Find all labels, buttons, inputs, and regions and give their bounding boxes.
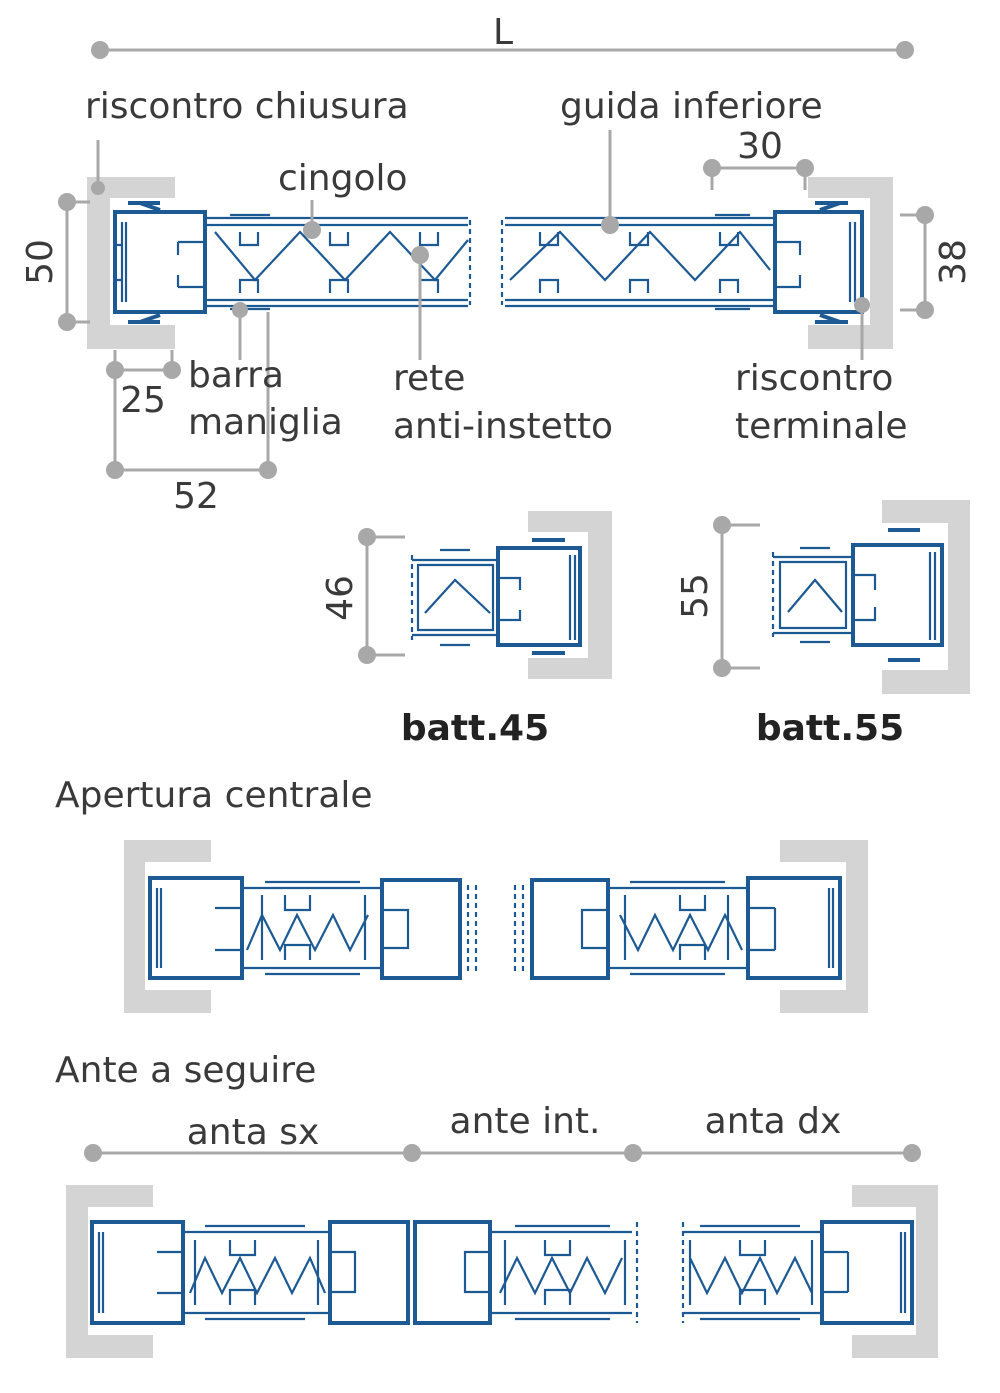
label-terminale: terminale bbox=[735, 406, 908, 447]
batt-55-detail: 55 batt.55 bbox=[675, 500, 970, 749]
barra-maniglia bbox=[203, 213, 472, 311]
batt-45-label: batt.45 bbox=[401, 708, 549, 749]
label-cingolo: cingolo bbox=[278, 158, 408, 199]
apertura-centrale-title: Apertura centrale bbox=[55, 775, 373, 816]
dim-55-label: 55 bbox=[675, 573, 716, 619]
dimension-25: 25 bbox=[106, 350, 181, 470]
batt-45-detail: 46 batt.45 bbox=[320, 511, 612, 749]
label-maniglia: maniglia bbox=[188, 402, 343, 443]
label-riscontro: riscontro bbox=[735, 358, 893, 399]
leader-lines bbox=[91, 130, 870, 360]
ante-a-seguire-title: Ante a seguire bbox=[55, 1050, 316, 1091]
label-guida-inferiore: guida inferiore bbox=[560, 86, 823, 127]
label-anta-sx: anta sx bbox=[187, 1112, 320, 1153]
ante-intermediate bbox=[413, 1220, 639, 1325]
dim-50-label: 50 bbox=[20, 239, 61, 285]
ante-right bbox=[681, 1185, 938, 1358]
overall-dimension: L bbox=[91, 12, 914, 59]
label-barra: barra bbox=[188, 355, 284, 396]
label-ante-int: ante int. bbox=[450, 1101, 601, 1142]
dim-30-label: 30 bbox=[737, 126, 783, 167]
guida-inferiore-right bbox=[500, 177, 893, 349]
ante-dimension-line: anta sx ante int. anta dx bbox=[84, 1101, 921, 1162]
dim-38-label: 38 bbox=[933, 239, 974, 285]
apertura-left bbox=[124, 840, 478, 1013]
dimension-38: 38 bbox=[900, 206, 974, 319]
dimension-30: 30 bbox=[703, 126, 814, 190]
dimension-52: 52 bbox=[106, 312, 277, 517]
apertura-right bbox=[513, 840, 868, 1013]
label-riscontro-chiusura: riscontro chiusura bbox=[85, 86, 409, 127]
dim-46-label: 46 bbox=[320, 575, 361, 621]
dim-l-label: L bbox=[493, 12, 513, 53]
label-anti-instetto: anti-instetto bbox=[393, 406, 613, 447]
dim-25-label: 25 bbox=[120, 380, 166, 421]
dimension-50: 50 bbox=[20, 193, 90, 331]
riscontro-chiusura-left bbox=[87, 177, 207, 349]
dim-52-label: 52 bbox=[173, 476, 219, 517]
label-anta-dx: anta dx bbox=[705, 1101, 842, 1142]
ante-left bbox=[66, 1185, 410, 1358]
label-rete: rete bbox=[393, 358, 465, 399]
batt-55-label: batt.55 bbox=[756, 708, 904, 749]
